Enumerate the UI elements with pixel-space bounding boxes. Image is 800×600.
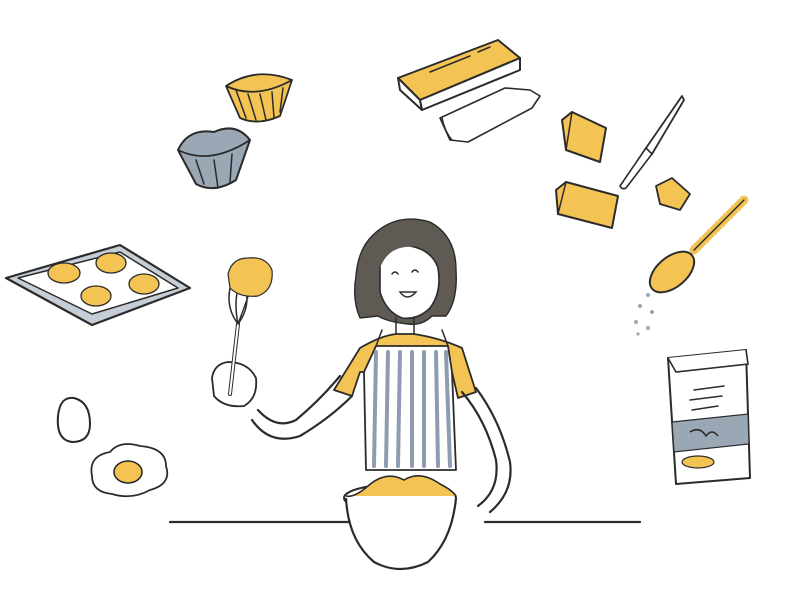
batter-on-whisk [227, 257, 273, 297]
butter-block-large [555, 181, 619, 229]
apron-stripes [372, 350, 452, 468]
right-arm [460, 386, 512, 514]
paper-cupcake-liner [225, 73, 293, 123]
baking-tray [4, 243, 192, 327]
left-arm [250, 374, 354, 440]
woman-baker [211, 218, 512, 514]
cookie-dough-ball [47, 252, 160, 307]
mixing-bowl [343, 475, 458, 571]
left-hand [211, 361, 258, 408]
flour-bag [667, 349, 751, 485]
butter-knife [619, 95, 685, 190]
measuring-spoon [634, 195, 749, 336]
face [379, 244, 440, 320]
cracked-egg [90, 443, 169, 498]
butter-block [561, 111, 607, 163]
metal-tart-mold [177, 127, 251, 190]
sugar-crystals [634, 293, 654, 336]
whole-egg [56, 396, 92, 444]
whisk [227, 257, 273, 396]
plastic-wrap-box [397, 39, 541, 143]
butter-cube [655, 177, 691, 211]
